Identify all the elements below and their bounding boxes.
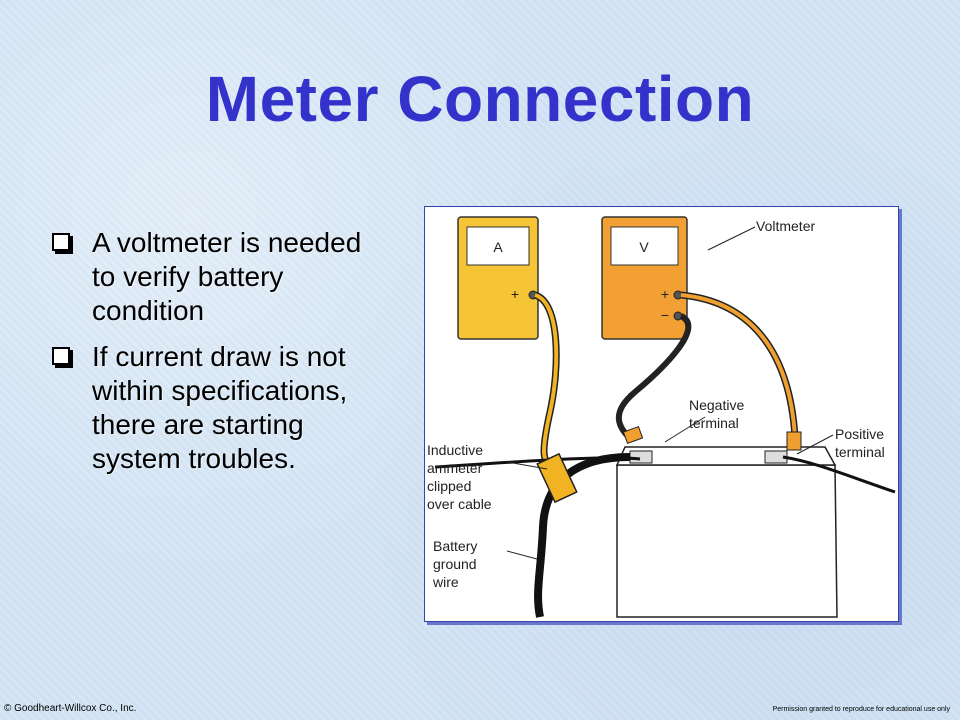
- ammeter-face-label: A: [493, 239, 503, 255]
- slide-title: Meter Connection: [205, 63, 755, 135]
- voltmeter: V + −: [601, 216, 688, 340]
- inductive-ammeter-label-2: ammeter: [427, 460, 483, 476]
- inductive-ammeter-label-1: Inductive: [427, 442, 483, 458]
- inductive-ammeter-label-3: clipped: [427, 478, 471, 494]
- ground-wire-label-2: ground: [433, 556, 477, 572]
- voltmeter-negative-lead: [615, 313, 692, 441]
- diagram-svg: A + V + −: [427, 216, 896, 618]
- battery-ground-wire: [534, 453, 631, 618]
- bullet-item: If current draw is not within specificat…: [48, 340, 388, 476]
- permission-notice: Permission granted to reproduce for educ…: [772, 706, 950, 713]
- ground-wire-label-3: wire: [432, 574, 459, 590]
- meter-connection-diagram: A + V + −: [424, 206, 899, 622]
- voltmeter-plus-label: +: [661, 286, 669, 302]
- inductive-ammeter-label-4: over cable: [427, 496, 492, 512]
- copyright-notice: © Goodheart-Willcox Co., Inc.: [4, 703, 137, 714]
- negative-terminal-label-2: terminal: [689, 415, 739, 431]
- positive-terminal-label-2: terminal: [835, 444, 885, 460]
- ammeter-plus-label: +: [511, 286, 519, 302]
- positive-clip: [786, 431, 802, 451]
- positive-cable: [782, 455, 896, 494]
- voltmeter-positive-lead: [680, 293, 797, 438]
- voltmeter-leader: [707, 226, 756, 251]
- negative-terminal-label-1: Negative: [689, 397, 744, 413]
- bullet-list: A voltmeter is needed to verify battery …: [48, 226, 388, 488]
- bullet-text: If current draw is not within specificat…: [92, 341, 348, 474]
- ground-wire-label-1: Battery: [433, 538, 477, 554]
- bullet-item: A voltmeter is needed to verify battery …: [48, 226, 388, 328]
- voltmeter-minus-label: −: [661, 307, 669, 323]
- ground-wire-leader: [506, 550, 538, 560]
- voltmeter-face-label: V: [639, 239, 649, 255]
- checkbox-bullet-icon: [52, 347, 70, 365]
- negative-clip: [622, 425, 644, 445]
- inductive-ammeter-leader: [506, 461, 548, 470]
- battery: [615, 446, 838, 618]
- positive-terminal-label-1: Positive: [835, 426, 884, 442]
- negative-terminal-leader: [664, 416, 706, 443]
- positive-terminal-leader: [796, 434, 834, 455]
- bullet-text: A voltmeter is needed to verify battery …: [92, 227, 362, 326]
- checkbox-bullet-icon: [52, 233, 70, 251]
- inductive-ammeter-clip: [536, 452, 578, 504]
- ammeter: A +: [457, 216, 539, 340]
- voltmeter-label: Voltmeter: [756, 218, 815, 234]
